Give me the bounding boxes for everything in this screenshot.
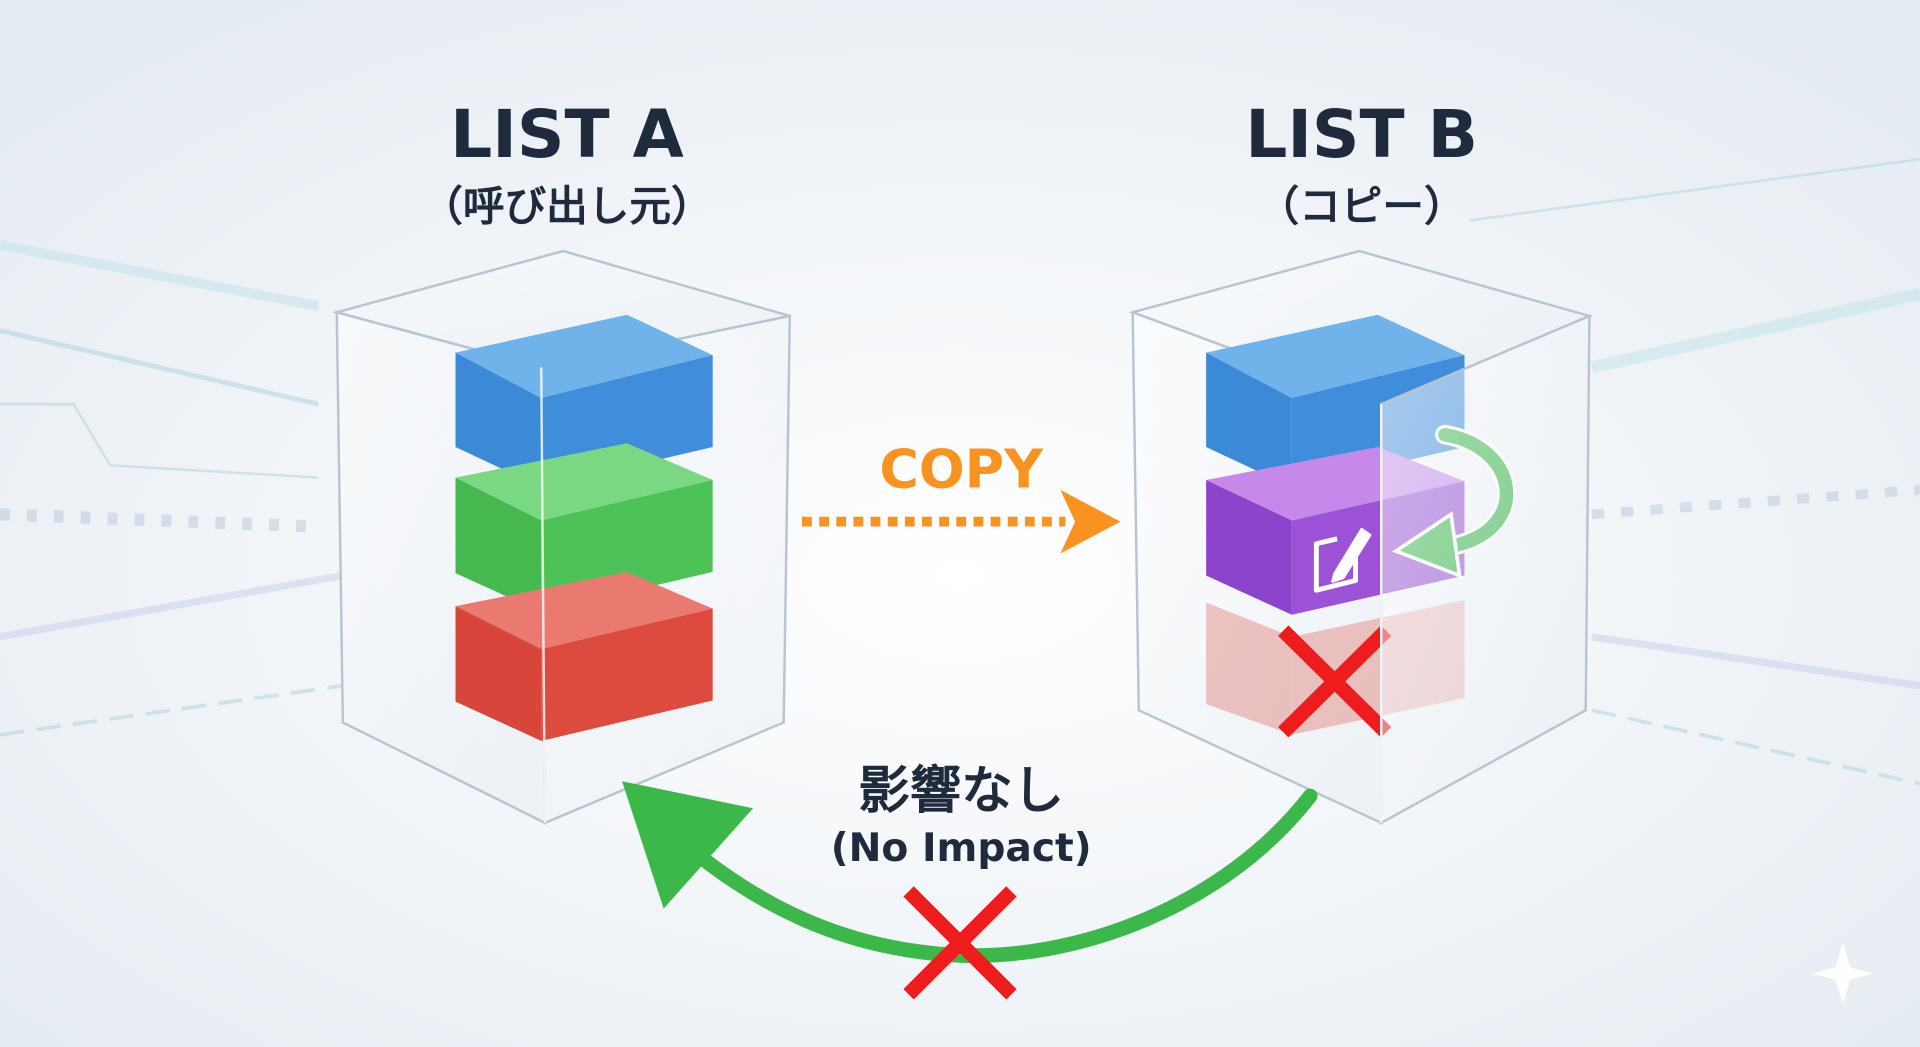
background-decoration: [0, 158, 1920, 786]
edit-icon: [1313, 527, 1372, 593]
cross-icon: [1278, 625, 1392, 738]
list-a-container: [332, 249, 792, 825]
list-a-item-green: [455, 443, 713, 613]
list-b-container: [1128, 249, 1594, 825]
no-impact-label-en: (No Impact): [831, 826, 1092, 871]
list-a-title: LIST A: [450, 96, 684, 173]
list-b-subtitle: （コピー）: [1258, 181, 1466, 230]
list-b-title: LIST B: [1245, 96, 1478, 173]
sparkle-icon: [1812, 942, 1874, 1005]
dotted-arrow-icon: [802, 489, 1121, 554]
list-a-item-blue: [455, 314, 713, 488]
copy-label: COPY: [879, 437, 1044, 500]
no-impact-label-jp: 影響なし: [858, 761, 1064, 821]
cross-icon: [903, 886, 1017, 1000]
list-a-item-red: [455, 571, 713, 741]
list-a-subtitle: （呼び出し元）: [421, 181, 712, 230]
